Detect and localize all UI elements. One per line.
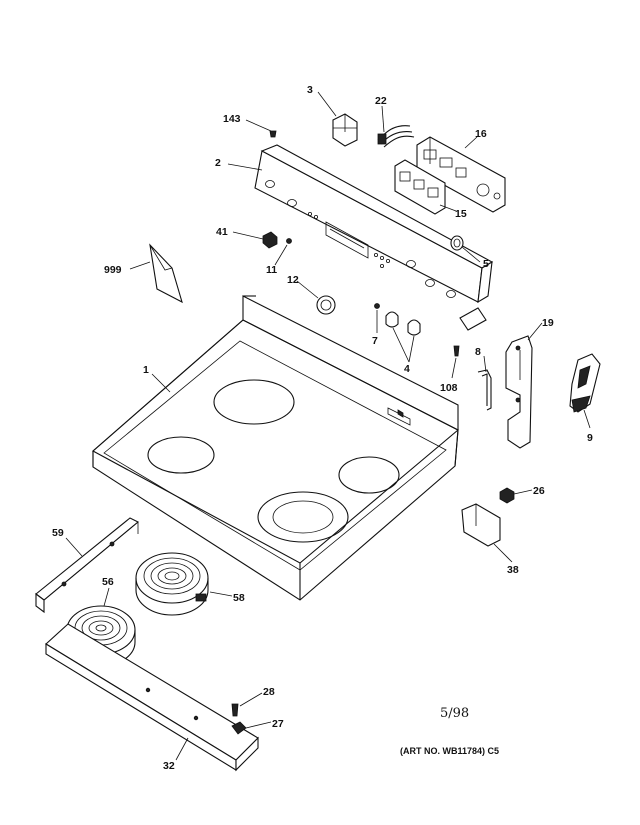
callout-3: 3 [307,84,313,96]
diagram-date: 5/98 [440,706,469,721]
heating-element-58 [135,552,209,616]
callout-143: 143 [223,113,241,125]
callout-22: 22 [375,95,387,107]
screw-26 [499,487,515,504]
callout-11: 11 [266,264,277,276]
callout-28: 28 [263,686,275,698]
callout-58: 58 [233,592,245,604]
switch-38 [461,503,501,547]
callout-1: 1 [143,364,149,376]
rail-59 [35,517,139,614]
callout-59: 59 [52,527,64,539]
callout-7: 7 [372,335,378,347]
screw-28 [231,703,239,717]
screw-108 [453,345,460,357]
callout-15: 15 [455,208,467,220]
callout-16: 16 [475,128,487,140]
screw-11 [286,238,292,244]
wire-harness-part [377,125,415,148]
knob-4 [385,311,421,336]
callout-19: 19 [542,317,554,329]
callout-27: 27 [272,718,284,730]
leader-lines [65,91,591,761]
screw-143 [269,130,277,138]
callout-32: 32 [163,760,175,772]
callout-12: 12 [287,274,299,286]
relay-part [332,113,358,147]
end-cap-9 [569,353,601,413]
knob-5 [450,235,464,251]
callout-5: 5 [483,258,489,270]
callout-56: 56 [102,576,114,588]
callout-26: 26 [533,485,545,497]
control-panel-backsplash [254,144,494,331]
side-bracket-19 [505,335,533,449]
knob-12 [316,295,336,315]
literature-999 [149,243,183,304]
callout-8: 8 [475,346,481,358]
callout-9: 9 [587,432,593,444]
callout-108: 108 [440,382,458,394]
callout-4: 4 [404,363,410,375]
callout-41: 41 [216,226,228,238]
art-number: (ART NO. WB11784) C5 [400,746,499,756]
callout-2: 2 [215,157,221,169]
callout-38: 38 [507,564,519,576]
cooktop-glass-1 [92,295,459,601]
callout-999: 999 [104,264,122,276]
callout-labels: 3 22 143 16 2 15 41 5 999 11 12 19 1 7 8… [52,84,593,772]
connector-41 [262,231,278,249]
switch-board-part [394,159,446,215]
screw-7 [374,303,380,309]
bracket-8 [477,369,492,411]
burner-box-32 [45,623,259,772]
